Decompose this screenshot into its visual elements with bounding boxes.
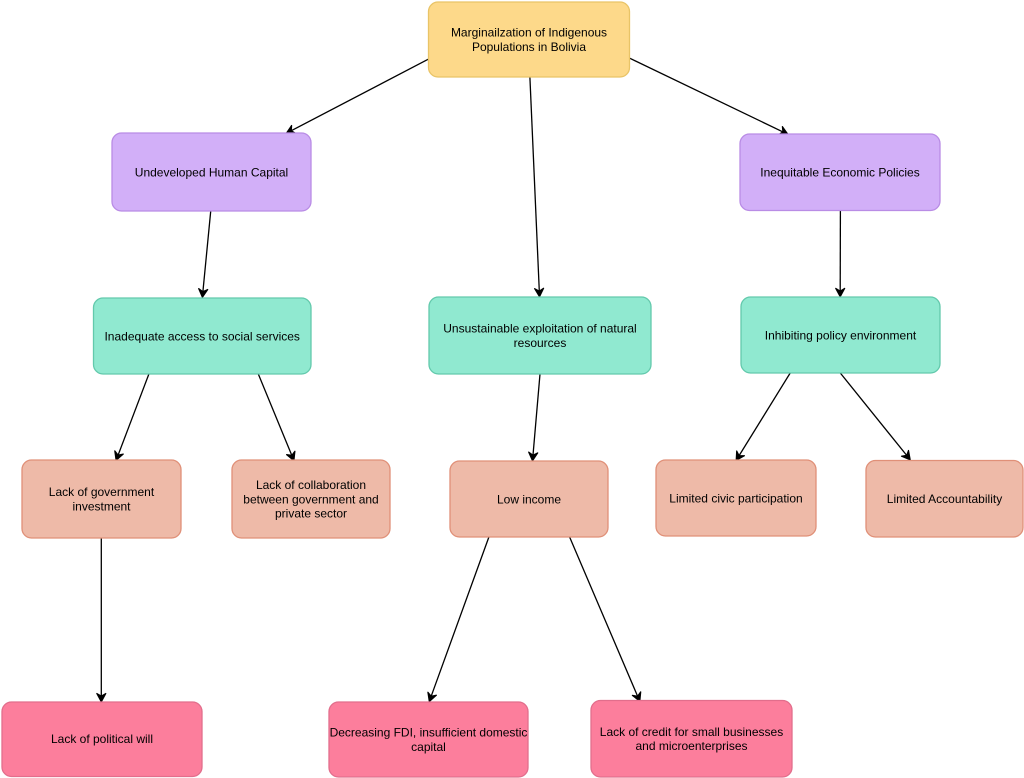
svg-text:investment: investment: [72, 500, 131, 514]
svg-text:capital: capital: [411, 740, 446, 754]
svg-text:Decreasing FDI, insufficient d: Decreasing FDI, insufficient domestic: [330, 726, 528, 740]
svg-text:and microenterprises: and microenterprises: [635, 739, 747, 753]
svg-text:between government and: between government and: [243, 492, 378, 506]
svg-text:resources: resources: [514, 336, 567, 350]
svg-text:Unsustainable exploitation of: Unsustainable exploitation of natural: [443, 322, 636, 336]
svg-text:Populations in Bolivia: Populations in Bolivia: [472, 40, 586, 54]
svg-text:Inhibiting policy environment: Inhibiting policy environment: [765, 328, 917, 342]
svg-text:Inequitable Economic Policies: Inequitable Economic Policies: [760, 166, 919, 180]
svg-text:private sector: private sector: [275, 507, 347, 521]
svg-text:Lack of government: Lack of government: [49, 485, 155, 499]
svg-text:Low income: Low income: [497, 492, 561, 506]
svg-text:Marginailzation of Indigenous: Marginailzation of Indigenous: [451, 26, 607, 40]
svg-text:Lack of collaboration: Lack of collaboration: [256, 478, 366, 492]
svg-text:Lack of political will: Lack of political will: [51, 732, 153, 746]
svg-text:Limited Accountability: Limited Accountability: [887, 492, 1002, 506]
svg-text:Undeveloped Human Capital: Undeveloped Human Capital: [135, 165, 288, 179]
svg-text:Limited civic participation: Limited civic participation: [669, 491, 802, 505]
svg-text:Inadequate access to social se: Inadequate access to social services: [104, 329, 299, 343]
svg-text:Lack of credit for small busin: Lack of credit for small businesses: [600, 725, 783, 739]
